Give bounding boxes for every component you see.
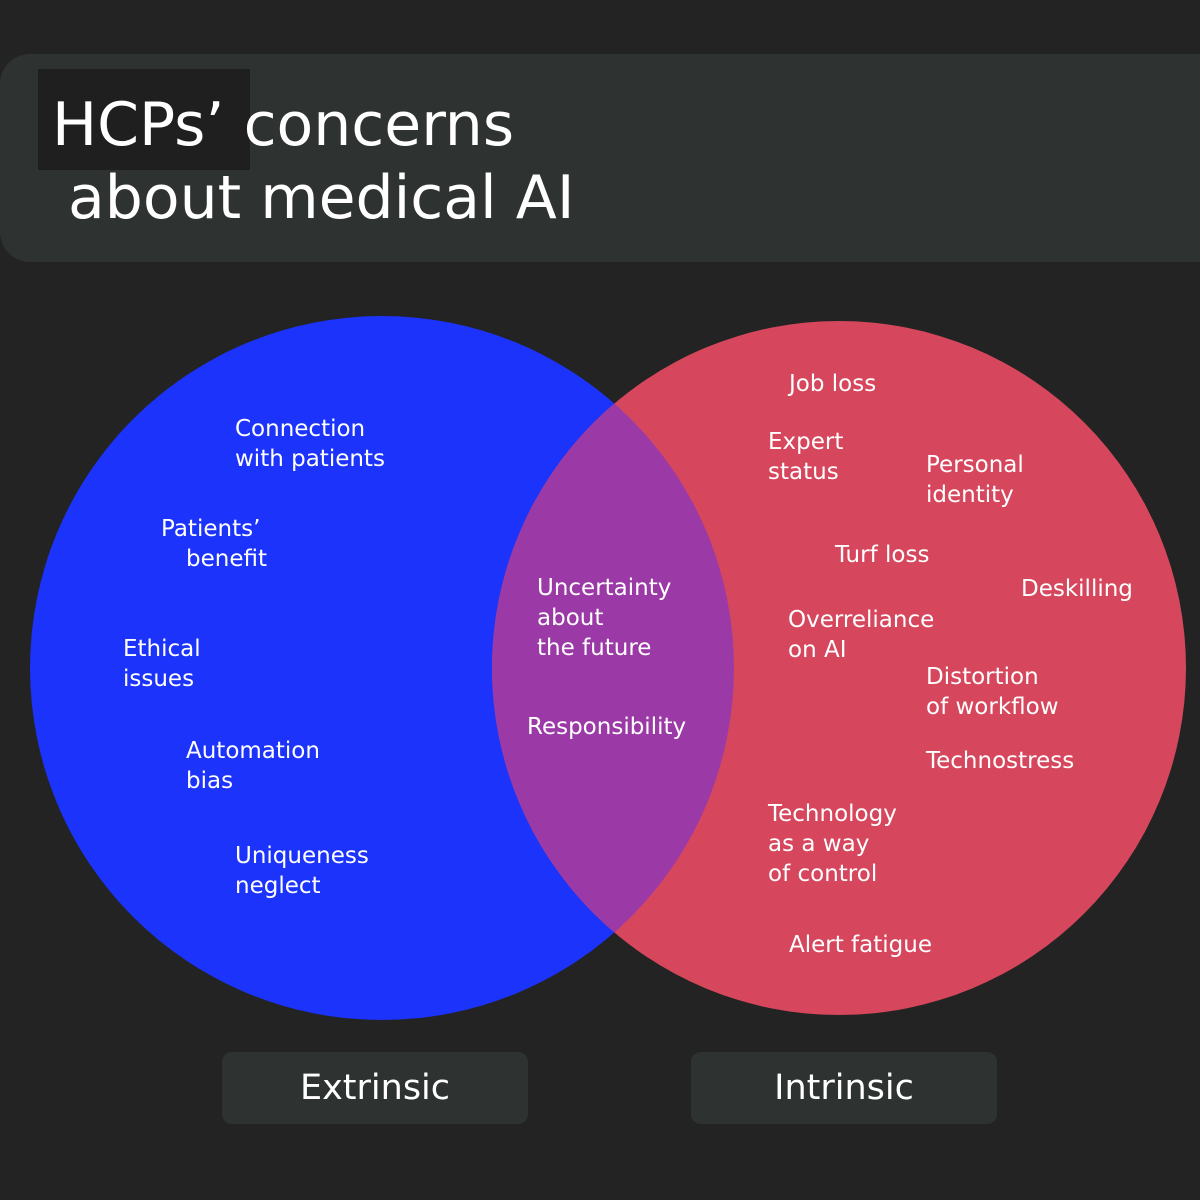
page-title-line-1: HCPs’ concerns — [52, 95, 514, 155]
intrinsic-item-turf-loss: Turf loss — [835, 542, 930, 568]
extrinsic-item-patients-benefit: Patients’benefit — [161, 516, 267, 572]
title-line-1-rest: concerns — [243, 90, 515, 160]
intrinsic-item-deskilling: Deskilling — [1021, 576, 1133, 602]
intrinsic-item-technostress: Technostress — [926, 748, 1075, 774]
intrinsic-category-label: Intrinsic — [691, 1052, 997, 1124]
overlap-region — [492, 321, 734, 1015]
title-highlight-box — [38, 69, 250, 170]
intrinsic-item-alert-fatigue: Alert fatigue — [789, 932, 932, 958]
page-title-line-2: about medical AI — [68, 163, 575, 233]
intrinsic-item-job-loss: Job loss — [789, 371, 877, 397]
extrinsic-category-label: Extrinsic — [222, 1052, 528, 1124]
title-highlight-word: HCPs’ — [52, 90, 225, 160]
overlap-item-responsibility: Responsibility — [527, 714, 687, 740]
